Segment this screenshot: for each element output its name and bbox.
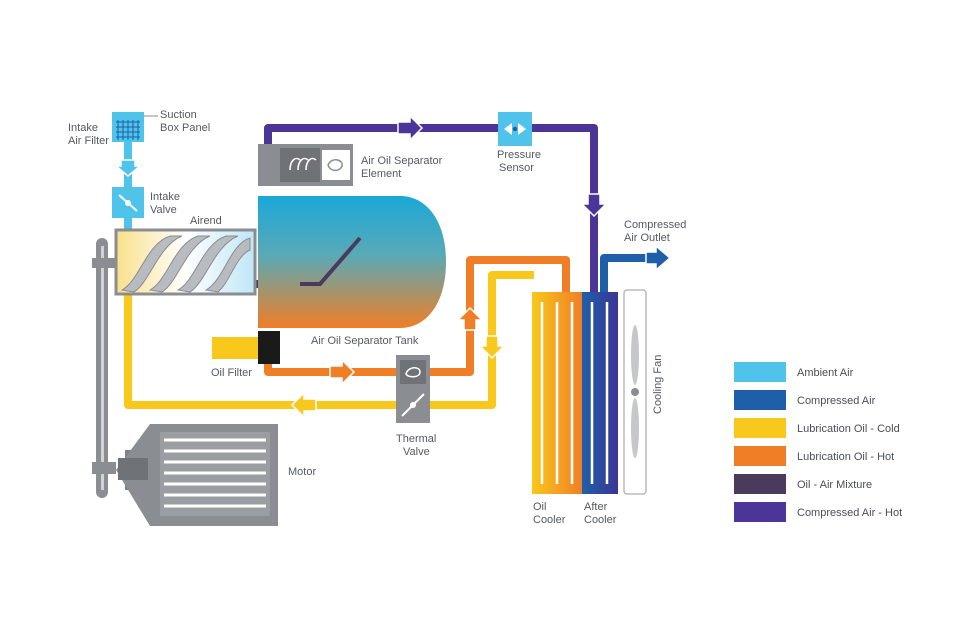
legend-item: Ambient Air <box>734 362 854 382</box>
arrow-right-icon <box>397 114 424 142</box>
intake-air-filter-label: Air Filter <box>68 135 109 147</box>
thermal-valve-label: Valve <box>403 446 430 458</box>
intake-air-filter <box>112 112 158 142</box>
drive-belt <box>92 238 116 498</box>
component-labels: Suction Box Panel Intake Air Filter Inta… <box>68 109 686 526</box>
oil-filter-label: Oil Filter <box>211 367 252 379</box>
oil-filter <box>212 331 280 364</box>
legend-item: Compressed Air <box>734 390 876 410</box>
separator-tank <box>258 196 446 328</box>
oil-cooler-label: Cooler <box>533 514 566 526</box>
arrow-right-icon <box>329 358 356 386</box>
legend-label: Lubrication Oil - Hot <box>797 451 894 463</box>
cooling-fan <box>623 289 647 495</box>
legend-item: Oil - Air Mixture <box>734 474 872 494</box>
arrow-left-icon <box>290 391 317 419</box>
suction-box-panel-label: Box Panel <box>160 122 210 134</box>
legend-item: Lubrication Oil - Cold <box>734 418 900 438</box>
legend-swatch <box>734 362 786 382</box>
oil-cooler-label: Oil <box>533 501 546 513</box>
legend-label: Ambient Air <box>797 367 854 379</box>
legend-swatch <box>734 446 786 466</box>
intake-valve-label: Intake <box>150 191 180 203</box>
legend-label: Compressed Air <box>797 395 876 407</box>
legend-swatch <box>734 418 786 438</box>
legend-item: Lubrication Oil - Hot <box>734 446 894 466</box>
arrow-down-icon <box>580 193 608 218</box>
separator-element <box>258 144 353 186</box>
motor <box>116 424 278 526</box>
suction-box-panel-label: Suction <box>160 109 197 121</box>
airend <box>114 228 257 296</box>
oil-cooler <box>532 292 582 494</box>
pressure-sensor-label: Sensor <box>499 162 534 174</box>
after-cooler-label: Cooler <box>584 514 617 526</box>
legend-label: Compressed Air - Hot <box>797 507 902 519</box>
legend-label: Lubrication Oil - Cold <box>797 423 900 435</box>
legend: Ambient Air Compressed Air Lubrication O… <box>734 362 902 522</box>
compressed-air-pipes <box>600 254 650 292</box>
after-cooler-label: After <box>584 501 608 513</box>
legend-label: Oil - Air Mixture <box>797 479 872 491</box>
compressed-air-outlet-label: Compressed <box>624 219 686 231</box>
intake-valve <box>112 187 144 218</box>
arrow-down-icon <box>478 335 506 360</box>
legend-swatch <box>734 390 786 410</box>
arrow-right-icon <box>645 244 672 272</box>
airend-label: Airend <box>190 215 222 227</box>
intake-air-filter-label: Intake <box>68 122 98 134</box>
pressure-sensor <box>498 112 532 146</box>
cooling-fan-label: Cooling Fan <box>652 355 664 414</box>
thermal-valve-label: Thermal <box>396 433 436 445</box>
pressure-sensor-label: Pressure <box>497 149 541 161</box>
separator-element-label: Air Oil Separator <box>361 155 443 167</box>
arrow-up-icon <box>456 306 484 331</box>
legend-swatch <box>734 502 786 522</box>
motor-label: Motor <box>288 466 316 478</box>
legend-swatch <box>734 474 786 494</box>
compressed-air-outlet-label: Air Outlet <box>624 232 670 244</box>
arrow-down-icon <box>113 159 143 177</box>
legend-item: Compressed Air - Hot <box>734 502 902 522</box>
after-cooler <box>582 292 618 494</box>
separator-tank-label: Air Oil Separator Tank <box>311 335 419 347</box>
thermal-valve <box>396 355 430 423</box>
separator-element-label: Element <box>361 168 401 180</box>
intake-valve-label: Valve <box>150 204 177 216</box>
